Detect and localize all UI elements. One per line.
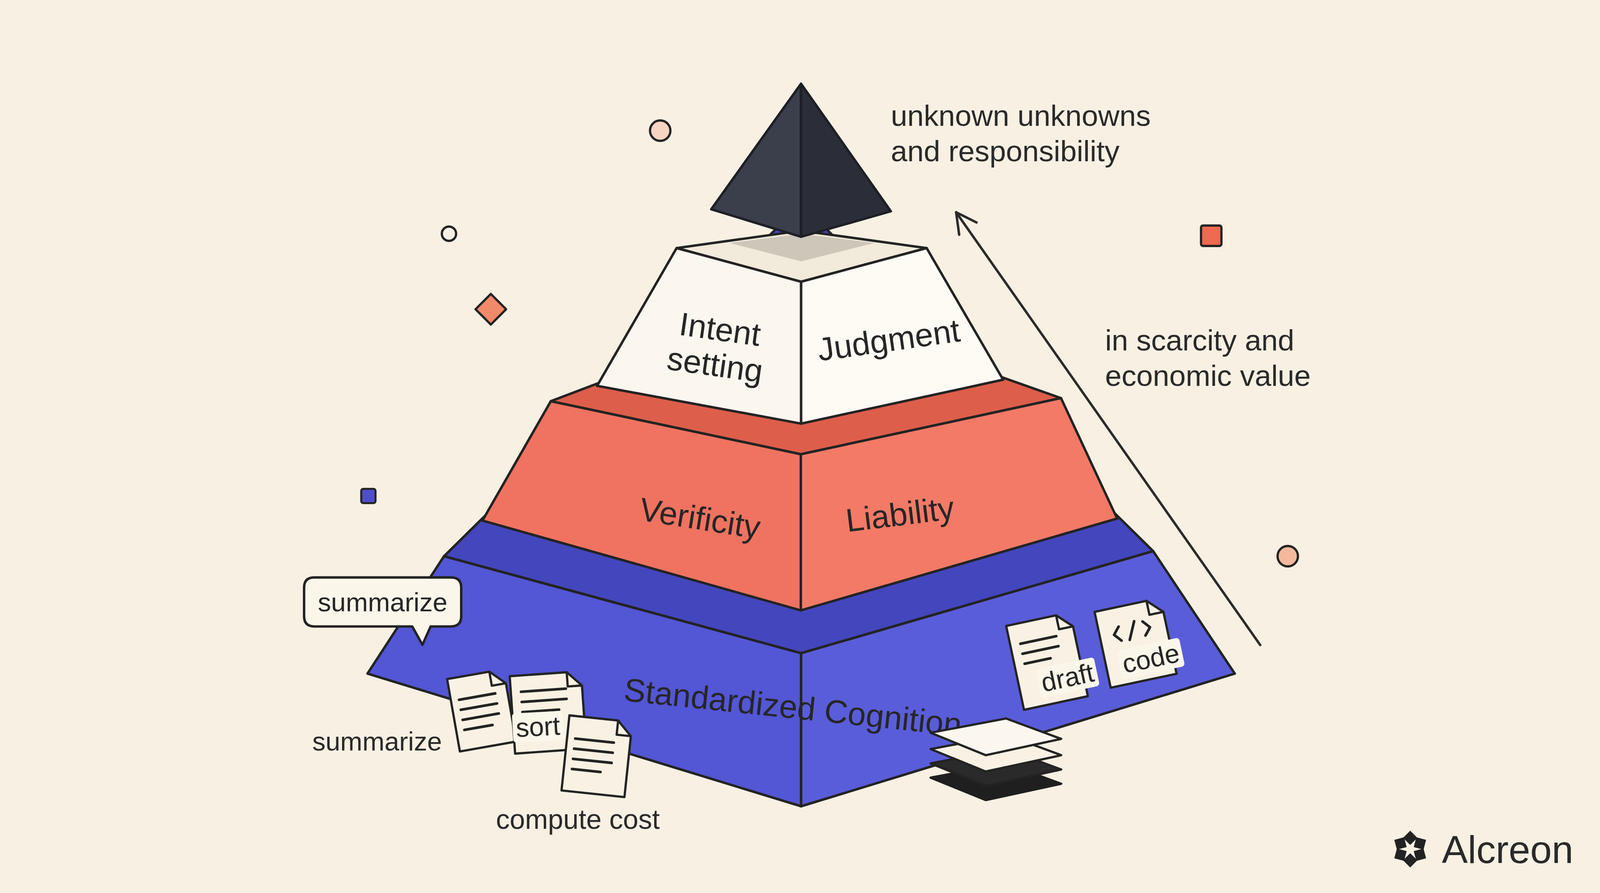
code-glyph: [1112, 626, 1123, 643]
logo-petal: [1410, 833, 1430, 854]
text-line: [1022, 646, 1059, 654]
logo-petal: [1402, 852, 1418, 868]
deco-diamond: [475, 293, 506, 325]
pyramid-tier: Intent settingJudgment: [595, 224, 1008, 426]
text-line: [1024, 658, 1051, 664]
code-glyph: [1126, 621, 1138, 640]
page-fold: [1055, 612, 1073, 630]
annotation-text: summarize: [312, 725, 442, 758]
document-card: sort: [504, 665, 595, 760]
deco-circle: [1277, 545, 1298, 567]
page-fold: [566, 671, 583, 687]
apex-face: [711, 83, 802, 237]
apex-face: [800, 83, 891, 237]
deco-circle: [650, 120, 671, 141]
document-icon: [509, 671, 587, 754]
annotation-text: Alcreon: [1441, 826, 1574, 874]
deco-square: [1200, 225, 1222, 246]
value-arrow-head: [956, 212, 977, 235]
node-text: sort: [511, 710, 564, 743]
paper-stack-layer: [930, 763, 1061, 800]
page-fold: [1146, 597, 1164, 615]
logo-petal: [1390, 845, 1411, 865]
bubble-outline: [304, 577, 462, 645]
document-card: draft: [1004, 610, 1090, 713]
tier-right-face: [800, 550, 1235, 806]
logo-petal: [1410, 845, 1430, 865]
speech-bubble: summarize: [300, 573, 466, 649]
text-line: [1020, 636, 1057, 644]
logo-petal: [1390, 833, 1411, 854]
deco-square: [361, 488, 376, 503]
logo-mark: [1390, 830, 1430, 868]
annotation-text: unknown unknowns and responsibility: [890, 97, 1182, 169]
document-card: code: [1093, 595, 1182, 694]
text-line: [521, 698, 567, 703]
node-text: summarize: [317, 587, 448, 617]
document-sheet: [509, 671, 587, 754]
logo-petal: [1402, 830, 1418, 845]
annotation-text: in scarcity and economic value: [1105, 322, 1342, 394]
deco-circle: [441, 226, 456, 241]
annotation-text: compute cost: [495, 802, 660, 836]
apex-shadow: [729, 233, 875, 262]
text-line: [520, 688, 566, 692]
code-glyph: [1142, 620, 1152, 636]
